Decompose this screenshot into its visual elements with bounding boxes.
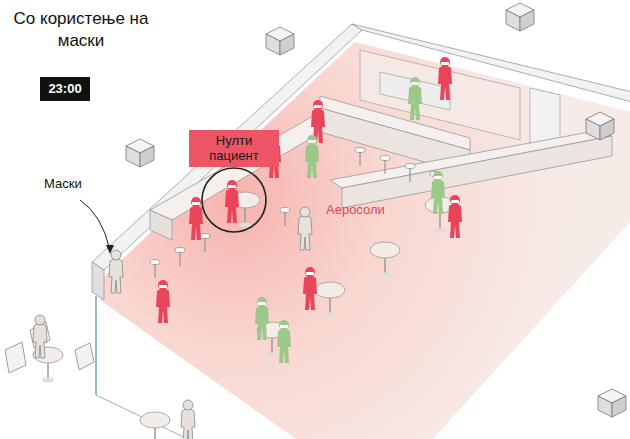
- callout-label: Маски: [44, 176, 82, 191]
- arrow-head: [106, 245, 114, 254]
- time-box: 23:00: [40, 77, 90, 101]
- leader-arrow: [80, 200, 110, 250]
- highlight-circle: [202, 168, 266, 232]
- node-text: Нулти пациент: [196, 134, 272, 164]
- callout-box: Нулти пациент: [189, 130, 279, 167]
- title: Со користење на маски: [12, 8, 150, 52]
- region-label: Аеросоли: [326, 202, 385, 217]
- node-text: 23:00: [48, 82, 81, 97]
